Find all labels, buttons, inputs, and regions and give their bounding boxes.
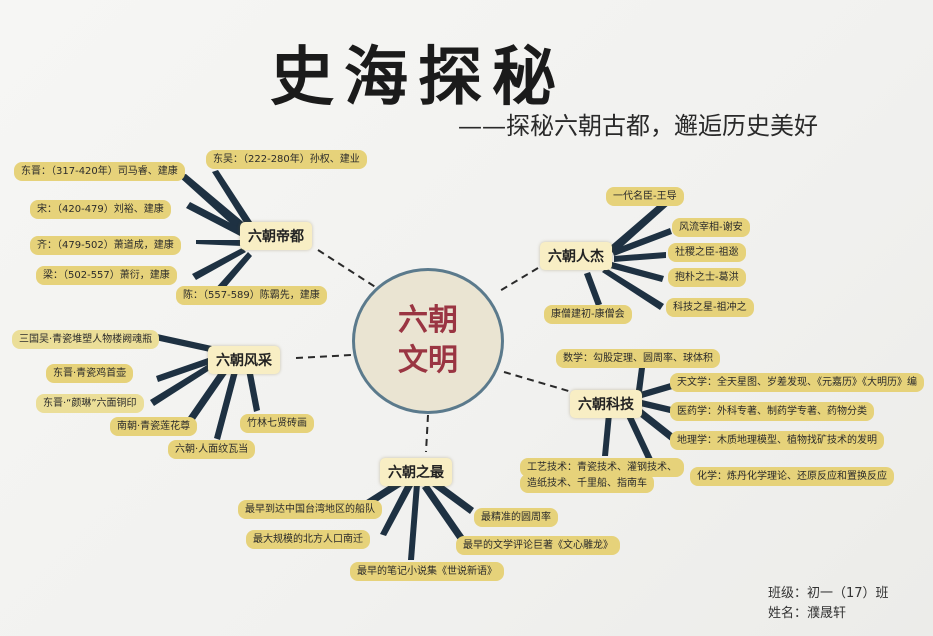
leaf-firsts-taiwan-fleet: 最早到达中国台湾地区的船队: [238, 500, 382, 519]
branch-firsts-2: [380, 480, 414, 536]
branch-people-3: [614, 252, 666, 262]
leaf-capitals-qi: 齐：（479-502）萧道成，建康: [30, 236, 181, 255]
branch-style-2: [156, 358, 210, 382]
leaf-style-bronze-seal: 东晋·“颜琳”六面铜印: [36, 394, 144, 413]
hub-tech: 六朝科技: [570, 390, 642, 418]
link-capitals: [317, 249, 381, 291]
branch-capitals-4: [196, 240, 242, 246]
link-people: [497, 267, 539, 293]
leaf-firsts-shishuo: 最早的笔记小说集《世说新语》: [350, 562, 504, 581]
hub-capitals: 六朝帝都: [240, 222, 312, 250]
leaf-people-wangdao: 一代名臣-王导: [606, 187, 684, 206]
page-subtitle: ——探秘六朝古都，邂逅历史美好: [458, 112, 818, 140]
branch-style-3: [150, 362, 216, 406]
branch-firsts-5: [422, 484, 464, 540]
leaf-tech-crafts-1: 工艺技术：青瓷技术、灌钢技术、: [520, 458, 684, 477]
page-title: 史海探秘: [270, 40, 566, 115]
leaf-style-soul-vase: 三国吴·青瓷堆塑人物楼阙魂瓶: [12, 330, 160, 349]
leaf-capitals-song: 宋：（420-479）刘裕、建康: [30, 200, 171, 219]
branch-people-5: [602, 268, 664, 310]
leaf-capitals-liang: 梁：（502-557）萧衍，建康: [36, 266, 177, 285]
class-info: 班级：初一（17）班: [768, 586, 889, 601]
branch-style-4: [186, 368, 228, 424]
leaf-people-zuchongzhi: 科技之星-祖冲之: [666, 298, 754, 317]
center-line-2: 文明: [398, 343, 458, 378]
branch-people-6: [584, 272, 602, 306]
branch-firsts-4: [432, 480, 474, 514]
branch-style-6: [246, 368, 260, 412]
hub-people: 六朝人杰: [540, 242, 612, 270]
branch-tech-1: [636, 360, 646, 392]
hub-firsts: 六朝之最: [380, 458, 452, 486]
branch-people-1: [608, 198, 672, 254]
leaf-capitals-eastern-jin: 东晋：（317-420年）司马睿、建康: [14, 162, 185, 181]
leaf-firsts-migration: 最大规模的北方人口南迁: [246, 530, 370, 549]
link-firsts: [425, 414, 429, 453]
leaf-people-gehong: 抱朴之士-葛洪: [668, 268, 746, 287]
branch-tech-4: [634, 406, 676, 442]
leaf-people-xiean: 风流宰相-谢安: [672, 218, 750, 237]
branch-style-5: [214, 370, 238, 440]
branch-tech-3: [640, 400, 676, 414]
leaf-tech-medicine: 医药学：外科专著、制药学专著、药物分类: [670, 402, 874, 421]
leaf-tech-astronomy: 天文学：全天星图、岁差发现、《元嘉历》《大明历》编: [670, 373, 924, 392]
leaf-tech-crafts-2: 造纸技术、千里船、指南车: [520, 474, 654, 493]
branch-people-4: [610, 262, 664, 282]
hub-style: 六朝风采: [208, 346, 280, 374]
branch-capitals-5: [192, 248, 246, 280]
leaf-style-chicken-ewer: 东晋·青瓷鸡首壶: [46, 364, 134, 383]
leaf-style-seven-sages: 竹林七贤砖画: [240, 414, 314, 433]
leaf-capitals-eastern-wu: 东吴：（222-280年）孙权、建业: [206, 150, 367, 169]
branch-people-2: [612, 228, 672, 256]
branch-capitals-6: [214, 252, 252, 294]
leaf-tech-chemistry: 化学：炼丹化学理论、还原反应和置换反应: [690, 467, 894, 486]
leaf-style-lotus-zun: 南朝·青瓷莲花尊: [110, 417, 198, 436]
leaf-firsts-wenxin: 最早的文学评论巨著《文心雕龙》: [456, 536, 620, 555]
branch-capitals-1: [178, 174, 248, 232]
student-name: 姓名：濮晟轩: [768, 606, 847, 621]
branch-capitals-3: [186, 202, 244, 236]
link-style: [295, 354, 353, 359]
leaf-style-face-tile: 六朝·人面纹瓦当: [168, 440, 256, 459]
link-tech: [503, 371, 573, 393]
center-node: 六朝 文明: [352, 268, 504, 414]
branch-style-1: [146, 332, 212, 352]
branch-tech-2: [640, 382, 676, 398]
leaf-people-zuti: 社稷之臣-祖逖: [668, 243, 746, 262]
center-line-1: 六朝: [398, 303, 458, 338]
branch-tech-6: [602, 414, 612, 456]
leaf-tech-geography: 地理学：木质地理模型、植物找矿技术的发明: [670, 431, 884, 450]
branch-capitals-2: [212, 170, 252, 226]
leaf-people-kangsenghui: 康僧建初-康僧会: [544, 305, 632, 324]
leaf-tech-math: 数学：勾股定理、圆周率、球体积: [556, 349, 720, 368]
branch-firsts-3: [408, 484, 420, 560]
leaf-firsts-pi: 最精准的圆周率: [474, 508, 558, 527]
leaf-capitals-chen: 陈：（557-589）陈霸先，建康: [176, 286, 327, 305]
